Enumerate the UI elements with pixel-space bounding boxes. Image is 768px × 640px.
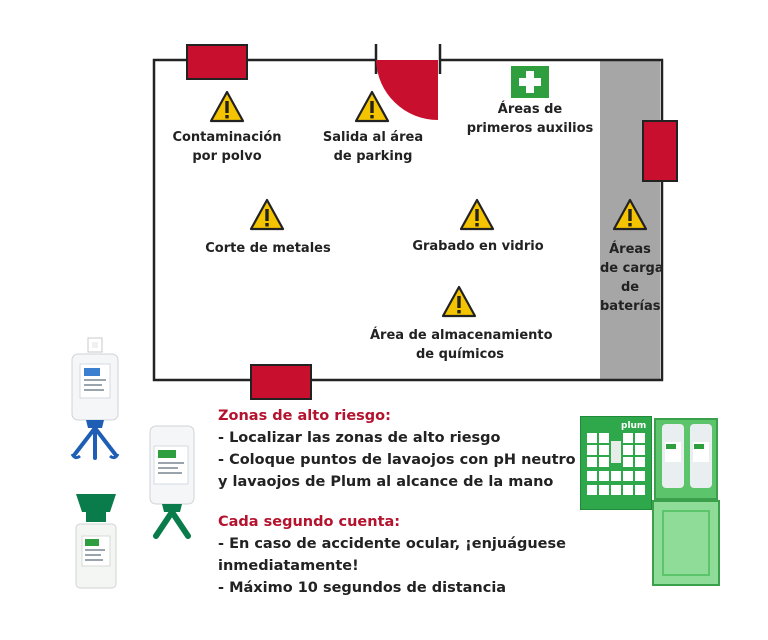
eyewash-bottle-blue-stand — [70, 337, 120, 460]
eyewash-bottle-green-stand — [149, 425, 195, 539]
brand-label: plum — [621, 421, 647, 431]
section-high-risk-line: y lavaojos de Plum al alcance de la mano — [218, 474, 554, 490]
warning-icon-metal — [249, 198, 285, 231]
eyewash-cabinet — [654, 418, 718, 500]
section-every-second-line: inmediatamente! — [218, 558, 359, 574]
section-every-second-title: Cada segundo cuenta: — [218, 514, 401, 530]
door-bottom — [250, 364, 312, 400]
first-aid-sign-icon — [511, 66, 549, 98]
section-high-risk-line: - Coloque puntos de lavaojos con pH neut… — [218, 452, 576, 468]
instruction-panel: plum — [580, 416, 652, 510]
warning-icon-exit — [354, 90, 390, 123]
eyewash-station-image: plum — [578, 414, 724, 590]
warning-icon-batteries — [612, 198, 648, 231]
eyewash-cabinet-lid — [652, 500, 720, 586]
zone-label-glass: Grabado en vidrio — [412, 239, 544, 254]
section-every-second-line: - Máximo 10 segundos de distancia — [218, 580, 507, 596]
eyewash-bottle-green — [75, 494, 117, 589]
door-top-left — [186, 44, 248, 80]
warning-icon-dust — [209, 90, 245, 123]
section-high-risk-line: - Localizar las zonas de alto riesgo — [218, 430, 501, 446]
section-every-second-line: - En caso de accidente ocular, ¡enjuágue… — [218, 536, 566, 552]
zone-label-metal: Corte de metales — [205, 241, 331, 256]
section-high-risk-title: Zonas de alto riesgo: — [218, 408, 391, 424]
door-right — [642, 120, 678, 182]
warning-icon-glass — [459, 198, 495, 231]
exit-door-swing — [376, 60, 438, 120]
warning-icon-chemicals — [441, 285, 477, 318]
